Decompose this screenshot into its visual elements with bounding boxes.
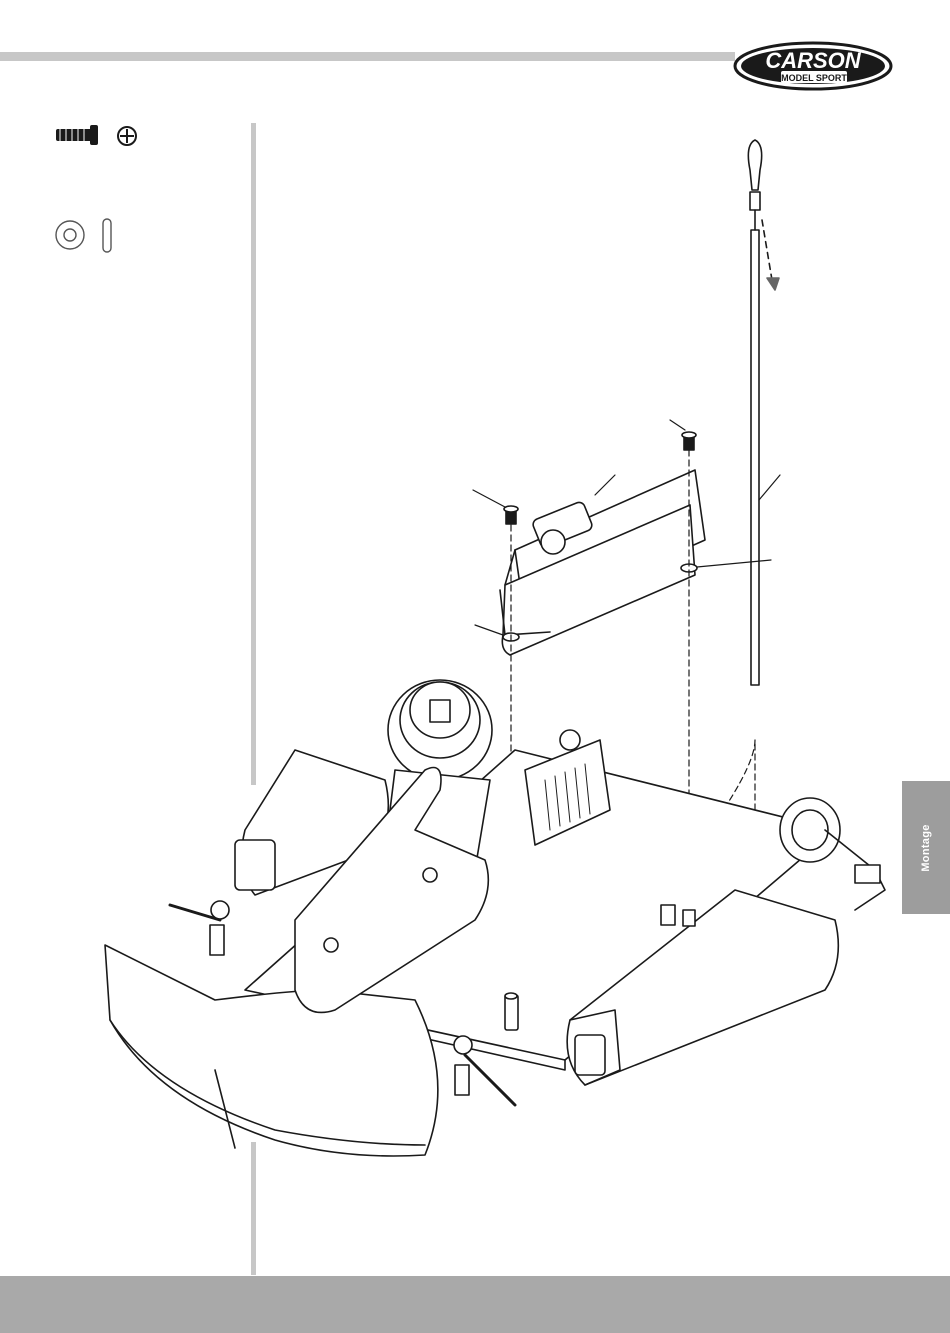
antenna-tube <box>748 140 761 685</box>
standoff-post <box>505 993 518 1030</box>
brand-subline: MODEL SPORT <box>781 73 847 83</box>
header-rule <box>0 52 735 61</box>
section-tab-label: Montage <box>920 824 932 871</box>
receiver-box <box>500 470 705 655</box>
section-tab: Montage <box>902 781 950 914</box>
footer-bar <box>0 1276 950 1333</box>
brand-wordmark: CARSON <box>765 48 861 73</box>
antenna-arrow <box>762 220 772 280</box>
antenna-arrow-head <box>767 278 779 290</box>
front-axle-left <box>170 901 229 955</box>
rear-hub-right <box>780 798 885 910</box>
screw-left <box>473 490 518 524</box>
antenna-callout <box>759 475 780 500</box>
carson-logo: CARSON MODEL SPORT <box>733 40 893 92</box>
washer-icon <box>56 221 84 249</box>
screw-icon <box>56 125 98 145</box>
assembly-drawing <box>95 130 900 1180</box>
screw-right <box>670 420 696 450</box>
